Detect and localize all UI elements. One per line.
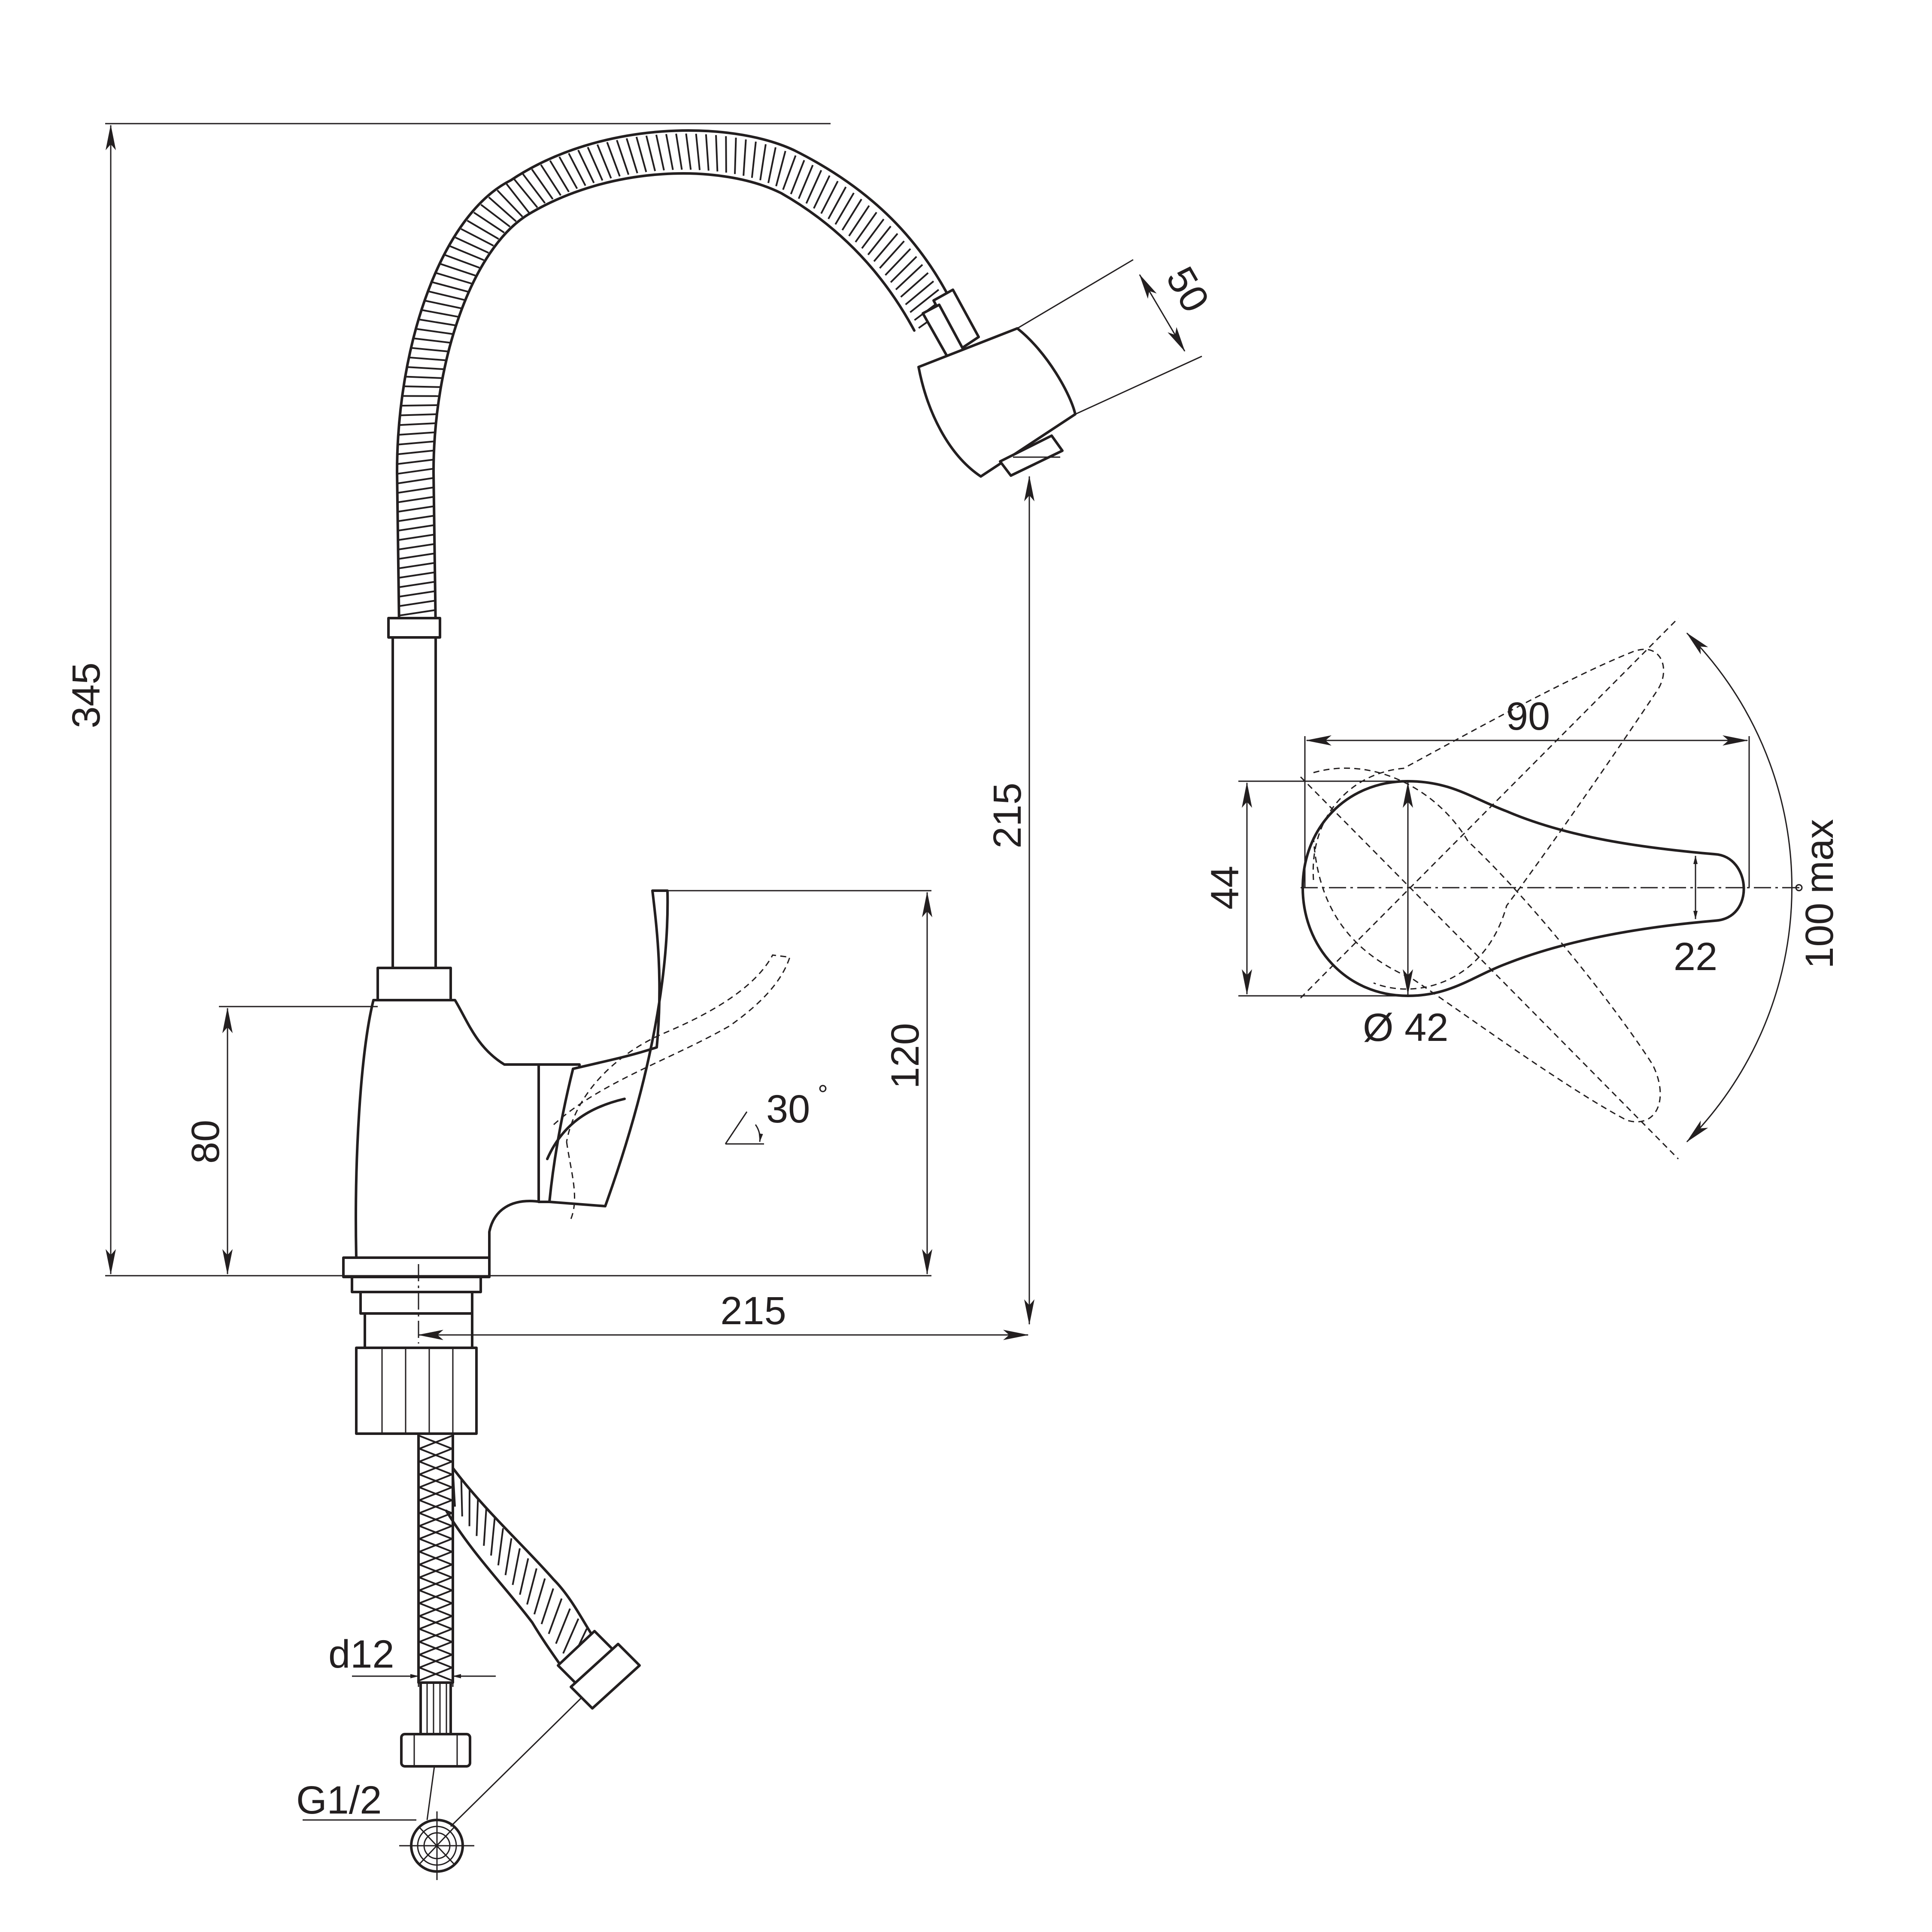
dim-spout-height-label: 215 xyxy=(986,783,1029,849)
supply-hose-straight xyxy=(400,1432,471,1768)
dim-handle-length-label: 90 xyxy=(1506,695,1550,738)
lever-tilted-outline xyxy=(553,954,791,1142)
top-view-dimensions: 90 44 Ø 42 22 100 ° max xyxy=(1203,632,1841,1143)
dim-aerator-label: 50 xyxy=(1158,260,1218,320)
dim-body-height-label: 80 xyxy=(184,1120,227,1164)
spout-hose-coils xyxy=(397,133,949,626)
handle-rotated-outline-right xyxy=(1313,767,1661,1122)
thread-leader xyxy=(426,1766,435,1820)
dim-spout-reach-label: 215 xyxy=(720,1289,786,1333)
thread-size-label: G1/2 xyxy=(296,1778,382,1822)
dim-handle-diameter-label: Ø 42 xyxy=(1363,1006,1448,1049)
supply-hose-nut-bent xyxy=(570,1643,641,1710)
dim-lever-height-label: 120 xyxy=(883,1023,927,1089)
mounting-flange xyxy=(342,1256,491,1278)
lever-handle xyxy=(548,889,669,1207)
flexible-spout-hose xyxy=(396,129,958,630)
supply-hose-nut-straight xyxy=(400,1733,471,1768)
faucet-body xyxy=(355,999,542,1259)
spout-pipe-collar-top xyxy=(387,617,441,639)
dim-handle-tip-label: 22 xyxy=(1674,935,1717,979)
spout-pipe-collar-bottom xyxy=(376,967,452,1001)
dim-rotation-suffix: max xyxy=(1798,819,1841,894)
dim-hose-diameter-label: d12 xyxy=(328,1632,394,1676)
mounting-shank xyxy=(359,1291,473,1315)
handle-top-view xyxy=(1300,617,1803,1160)
dim-rotation-degree: ° xyxy=(1790,883,1819,893)
dim-handle-width-label: 44 xyxy=(1203,866,1247,910)
aerator-tip xyxy=(999,434,1064,477)
handle-rotated-outline-left xyxy=(1312,649,1665,990)
mounting-washer xyxy=(351,1276,482,1293)
thread-section-symbol xyxy=(399,1811,474,1880)
dim-lever-angle-degree: ° xyxy=(818,1080,828,1109)
dim-lever-angle-label: 30 xyxy=(766,1087,810,1131)
spout-pipe xyxy=(391,636,437,969)
handle-lever-top xyxy=(1301,780,1745,997)
mounting-nut xyxy=(355,1347,478,1435)
dim-total-height-label: 345 xyxy=(64,662,108,728)
faucet-side-view xyxy=(342,129,1077,1880)
supply-hose-bent xyxy=(445,1467,641,1710)
dim-rotation-label: 100 xyxy=(1798,903,1841,969)
aerator-head xyxy=(917,327,1077,478)
